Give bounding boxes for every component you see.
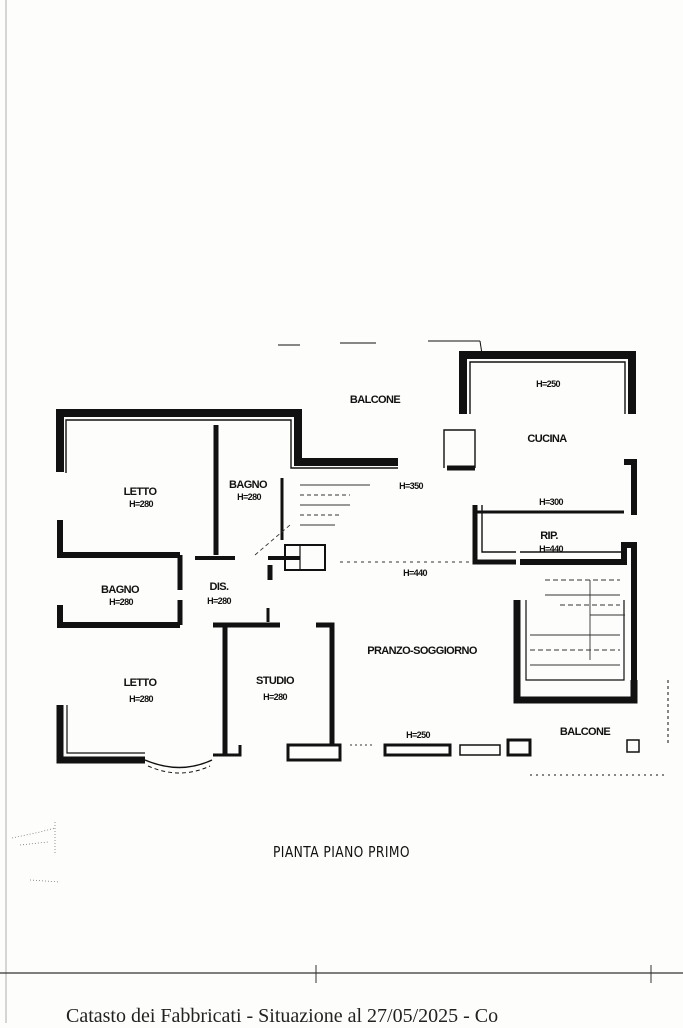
label-studio: STUDIO <box>256 675 295 687</box>
label-pranzo-soggiorno: PRANZO-SOGGIORNO <box>367 645 478 657</box>
stair-lines <box>254 484 625 746</box>
label-bagno-1: BAGNO <box>229 479 268 491</box>
label-studio-height: H=280 <box>263 692 287 702</box>
label-letto-1-height: H=280 <box>129 499 153 509</box>
label-dis: DIS. <box>210 581 230 593</box>
cadastre-footer: Catasto dei Fabbricati - Situazione al 2… <box>66 1005 499 1027</box>
label-dis-height: H=280 <box>207 596 231 606</box>
label-h350: H=350 <box>399 481 423 491</box>
label-letto-2: LETTO <box>124 677 158 689</box>
label-letto-1: LETTO <box>124 486 158 498</box>
label-h250-top: H=250 <box>536 379 560 389</box>
room-labels: BALCONE H=250 CUCINA LETTO H=280 BAGNO H… <box>101 379 611 740</box>
label-rip: RIP. <box>540 530 558 542</box>
label-h440: H=440 <box>403 568 427 578</box>
margin-marks <box>11 822 61 883</box>
label-bagno-2: BAGNO <box>101 584 140 596</box>
plan-caption: PIANTA PIANO PRIMO <box>272 843 411 861</box>
label-balcone-top: BALCONE <box>350 394 400 406</box>
label-bagno-1-height: H=280 <box>237 492 261 502</box>
label-letto-2-height: H=280 <box>129 694 153 704</box>
label-bagno-2-height: H=280 <box>109 597 133 607</box>
label-rip-height: H=440 <box>539 544 563 554</box>
label-h250-bottom: H=250 <box>406 730 430 740</box>
label-balcone-bottom: BALCONE <box>560 726 610 738</box>
label-h300: H=300 <box>539 497 563 507</box>
walls <box>56 340 669 776</box>
label-cucina: CUCINA <box>527 433 567 445</box>
